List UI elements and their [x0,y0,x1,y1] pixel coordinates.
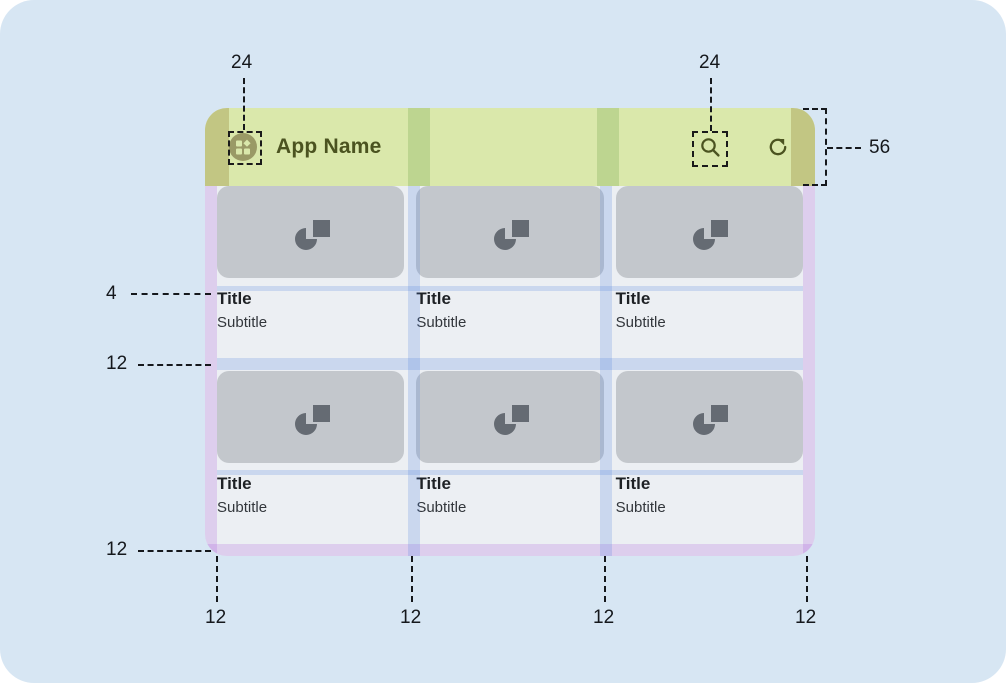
image-placeholder-icon [217,371,405,463]
annotation-leader-row-gap [138,364,211,366]
annotation-label-action-inset: 24 [699,52,721,73]
annotation-label-bottom-1: 12 [205,607,227,628]
card-subtitle: Subtitle [615,314,666,332]
card-subtitle: Subtitle [615,499,666,517]
card[interactable]: Title Subtitle [217,371,405,544]
refresh-icon[interactable] [765,134,791,160]
card-title: Title [416,289,451,308]
search-icon[interactable] [697,134,723,160]
card-text: Title Subtitle [616,282,803,333]
card-subtitle: Subtitle [416,314,467,332]
card-title: Title [217,289,252,308]
annotation-leader-appbar-height [827,147,861,149]
annotation-leader-bottom-1 [216,556,218,602]
annotation-leader-bottom-2 [411,556,413,602]
annotation-label-bottom-padding: 12 [106,539,128,560]
annotation-label-appbar-height: 56 [869,137,891,158]
card-title: Title [615,289,651,308]
app-bar-content: App Name [205,108,815,186]
app-bar: App Name [205,108,815,186]
card-subtitle: Subtitle [416,499,467,517]
annotation-label-media-title-gap: 4 [106,283,117,304]
annotation-leader-action-inset [710,78,712,131]
card-grid: Title Subtitle Title Subtitle [205,186,815,556]
image-placeholder-icon [416,371,604,463]
annotation-label-bottom-2: 12 [400,607,422,628]
card-text: Title Subtitle [416,467,603,518]
app-frame: App Name [205,108,815,556]
annotation-leader-logo-inset [243,78,245,130]
card[interactable]: Title Subtitle [615,186,803,359]
annotation-leader-media-title-gap [131,293,211,295]
annotation-leader-bottom-4 [806,556,808,602]
image-placeholder-icon [416,186,604,278]
annotation-label-bottom-4: 12 [795,607,817,628]
card-row: Title Subtitle Title Subtitle [217,186,803,359]
card[interactable]: Title Subtitle [615,371,803,544]
annotation-bracket-appbar-height [803,108,827,186]
app-title: App Name [276,135,382,158]
card-text: Title Subtitle [416,282,603,333]
card-title: Title [217,474,252,493]
card-subtitle: Subtitle [217,499,268,517]
card-row: Title Subtitle Title Subtitle [217,371,803,544]
card-text: Title Subtitle [616,467,803,518]
card[interactable]: Title Subtitle [416,371,604,544]
image-placeholder-icon [615,371,803,463]
annotation-label-logo-inset: 24 [231,52,253,73]
card-text: Title Subtitle [217,467,404,518]
card-title: Title [416,474,451,493]
card-text: Title Subtitle [217,282,404,333]
card-subtitle: Subtitle [217,314,268,332]
image-placeholder-icon [615,186,803,278]
apps-grid-icon[interactable] [229,133,257,161]
card[interactable]: Title Subtitle [416,186,604,359]
image-placeholder-icon [217,186,405,278]
card[interactable]: Title Subtitle [217,186,405,359]
annotation-leader-bottom-3 [604,556,606,602]
annotation-label-row-gap: 12 [106,353,128,374]
annotation-leader-bottom-padding [138,550,211,552]
card-title: Title [615,474,651,493]
annotation-label-bottom-3: 12 [593,607,615,628]
